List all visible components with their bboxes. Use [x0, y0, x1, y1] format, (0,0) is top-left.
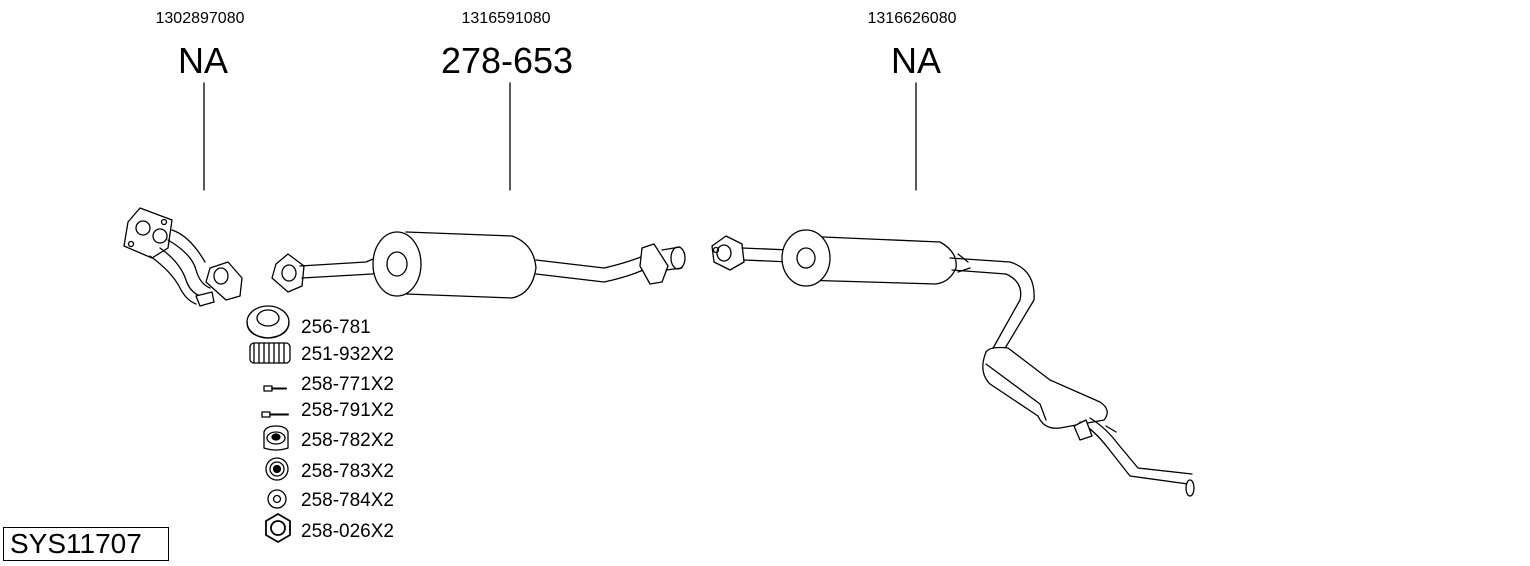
accessory-code: 258-791X2: [301, 400, 394, 421]
oem-number-2: 1316591080: [462, 10, 551, 27]
accessory-code: 258-782X2: [301, 430, 394, 451]
bolt-long-icon: [261, 411, 289, 418]
accessory-code: 258-771X2: [301, 374, 394, 395]
gasket-ring-icon: [246, 305, 290, 339]
hex-nut-icon: [265, 513, 291, 543]
accessory-code: 251-932X2: [301, 344, 394, 365]
oem-number-3: 1316626080: [868, 10, 957, 27]
part-number-1: NA: [178, 40, 228, 81]
rubber-mount-icon: [263, 425, 289, 451]
accessory-code: 258-026X2: [301, 521, 394, 542]
washer-ring-icon: [267, 489, 287, 509]
accessory-code: 258-784X2: [301, 490, 394, 511]
accessory-code: 258-783X2: [301, 461, 394, 482]
oem-number-1: 1302897080: [156, 10, 245, 27]
spring-icon: [249, 342, 291, 364]
rear-silencer-drawing: [711, 229, 1195, 497]
system-code-box: SYS11707: [3, 527, 169, 561]
part-number-2: 278-653: [441, 40, 573, 81]
front-pipe-drawing: [123, 207, 243, 307]
accessory-code: 256-781: [301, 317, 371, 338]
part-number-3: NA: [891, 40, 941, 81]
center-silencer-drawing: [271, 231, 686, 299]
rubber-ring-icon: [265, 457, 289, 481]
bolt-icon: [263, 385, 287, 392]
